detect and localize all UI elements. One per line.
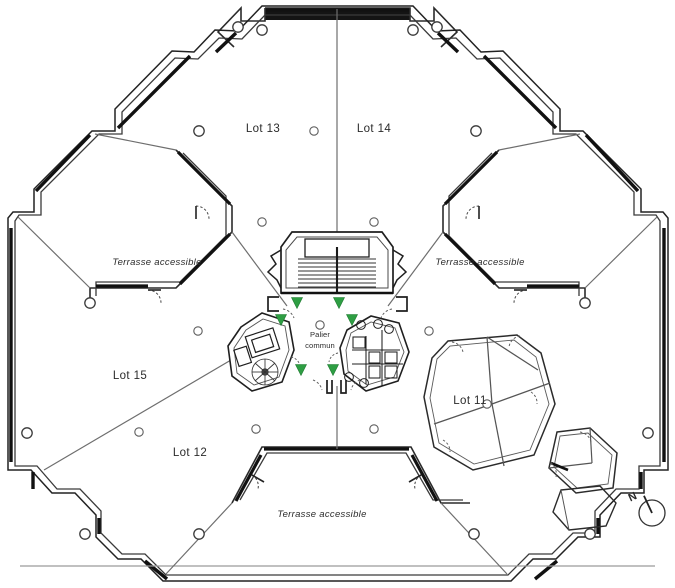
palier-marker-2 <box>333 297 345 310</box>
palier-commun-label-line1: Palier <box>310 330 330 339</box>
core-radial-left <box>231 231 288 307</box>
radial-line-upper-left <box>94 133 177 151</box>
terrace-notch-left <box>89 149 233 304</box>
radial-line-right-lower <box>584 216 658 289</box>
palier-marker-1 <box>291 297 303 310</box>
palier-marker-4 <box>346 314 358 327</box>
radial-line-left-lower <box>17 216 91 289</box>
lot-label-lot-11: Lot 11 <box>453 395 487 407</box>
lot-11-partitions <box>433 336 551 467</box>
palier-commun-markers <box>275 297 358 377</box>
core-radial-right <box>387 231 444 307</box>
lot-label-group: Lot 11 Lot 12 Lot 13 Lot 14 Lot 15 <box>113 123 487 459</box>
building-outer-wall <box>7 5 669 582</box>
terrace-label-terrace-left: Terrasse accessible <box>112 257 201 268</box>
lot-label-lot-15: Lot 15 <box>113 370 147 382</box>
palier-marker-6 <box>327 364 339 377</box>
core-door-swings <box>282 308 393 391</box>
radial-line-upper-right <box>498 133 581 151</box>
service-core-left <box>227 312 301 392</box>
annex-block-lower-right <box>548 427 618 531</box>
core-corridor-openings <box>267 296 408 394</box>
partition-lot15-lot12 <box>43 349 249 471</box>
lot-label-lot-12: Lot 12 <box>173 447 207 459</box>
envelope-inner <box>14 14 661 576</box>
lot-label-lot-13: Lot 13 <box>246 123 280 135</box>
central-staircase <box>266 231 408 295</box>
sanitary-fixtures <box>344 319 394 388</box>
outer-wall-outline <box>216 6 459 48</box>
lot-11-block <box>423 334 556 471</box>
palier-marker-3 <box>275 314 287 327</box>
compass-needle <box>643 495 653 514</box>
terrace-notches <box>89 149 586 504</box>
spiral-staircase <box>251 358 279 386</box>
wall-poche-segments <box>9 8 666 581</box>
palier-marker-5 <box>295 364 307 377</box>
palier-commun-label-line2: commun <box>305 341 335 350</box>
north-arrow-compass: N <box>627 490 666 527</box>
service-core-right <box>328 315 410 392</box>
lot-label-lot-14: Lot 14 <box>357 123 392 135</box>
terrace-notch-bottom <box>231 446 470 504</box>
terrace-label-terrace-right: Terrasse accessible <box>435 257 524 268</box>
terrace-notch-right <box>442 149 586 304</box>
terrace-label-terrace-bottom: Terrasse accessible <box>277 509 366 520</box>
